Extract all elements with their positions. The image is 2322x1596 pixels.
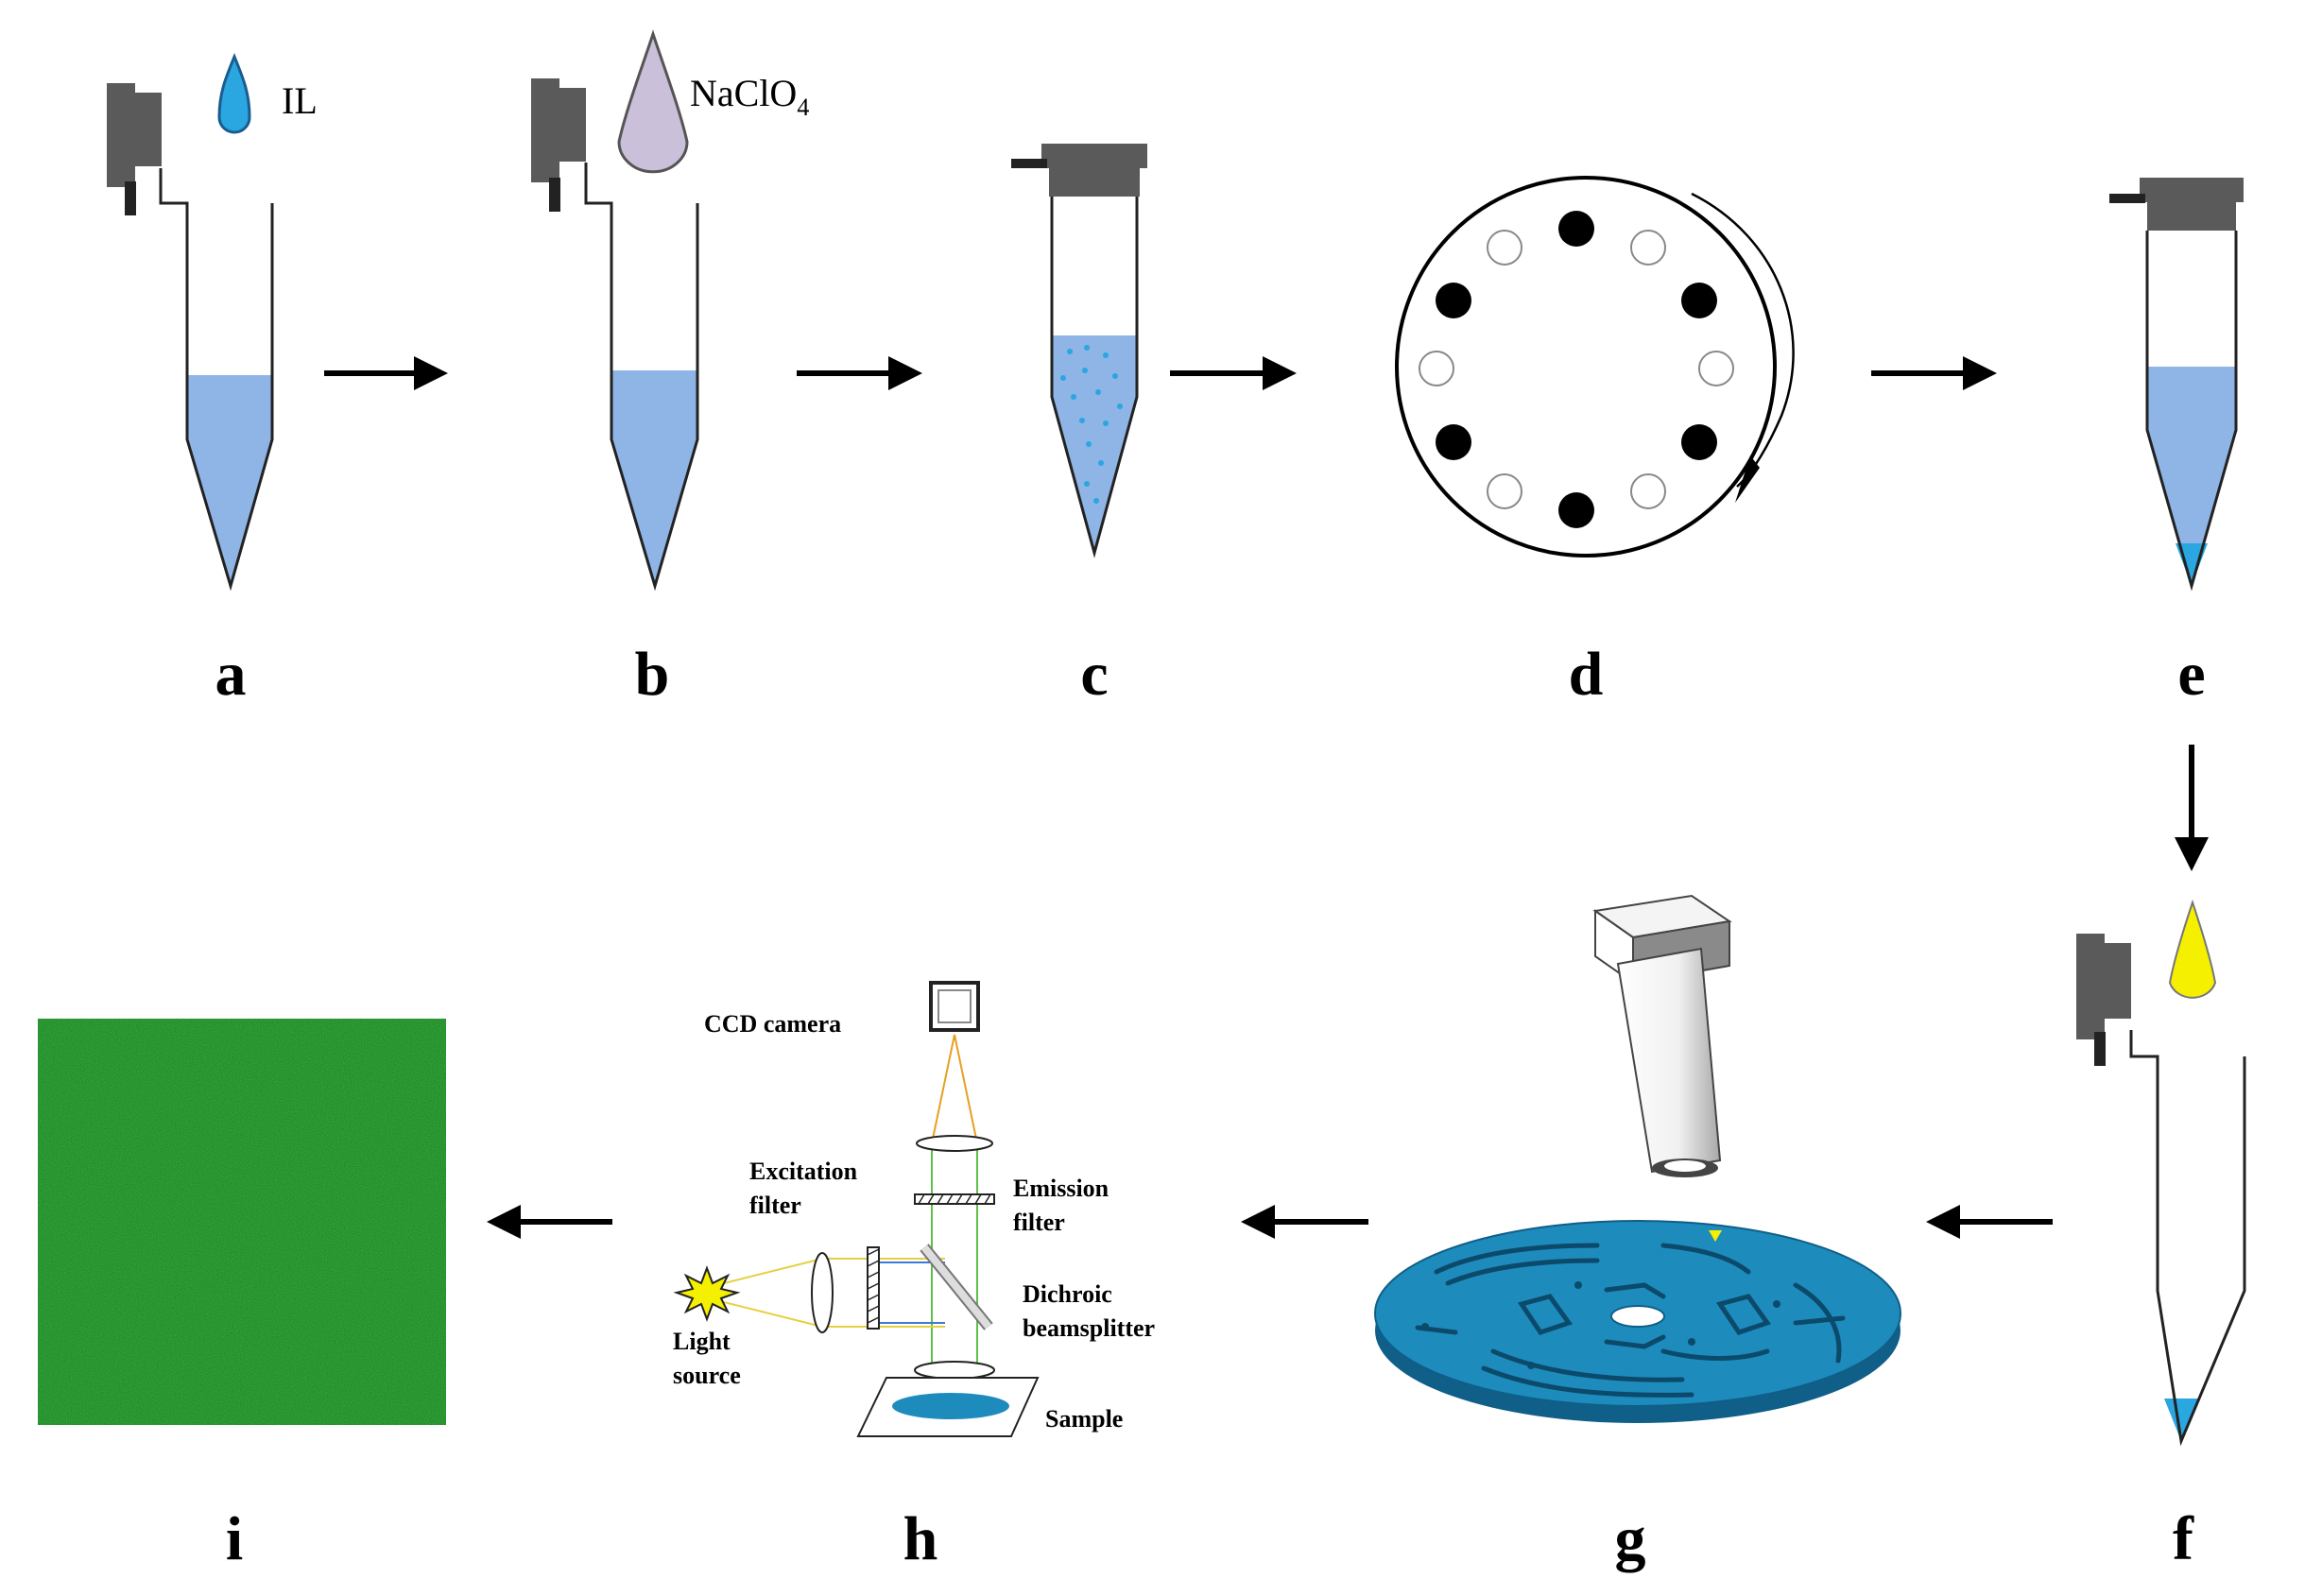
microfluidic-chip-icon <box>1374 1220 1901 1423</box>
tube-lens-icon <box>916 1135 993 1152</box>
ccd-camera-label: CCD camera <box>704 1010 841 1038</box>
fluorescence-texture <box>38 1019 446 1425</box>
step-g: g <box>1374 894 1901 1573</box>
indicator-cone-icon <box>2168 899 2217 999</box>
collector-lens-icon <box>811 1252 834 1333</box>
objective-lens-icon <box>914 1361 995 1380</box>
reagent-il-label: IL <box>282 79 318 122</box>
rotor-slots <box>1419 211 1734 528</box>
tube-cap-icon <box>1011 144 1147 197</box>
step-a: IL a <box>107 53 318 709</box>
excitation-filter-icon <box>867 1246 880 1330</box>
centrifuge-tube-icon <box>2145 231 2238 592</box>
step-c-label: c <box>1080 640 1108 709</box>
step-f-label: f <box>2173 1504 2194 1573</box>
step-i: i <box>38 1019 446 1573</box>
sample-label: Sample <box>1045 1405 1123 1433</box>
step-d-label: d <box>1569 640 1604 709</box>
pipette-icon <box>531 78 586 212</box>
ccd-camera-icon <box>929 981 980 1032</box>
centrifuge-tube-icon <box>584 163 699 592</box>
centrifuge-tube-icon <box>2129 1030 2246 1447</box>
reagent-naclo4-label: NaClO4 <box>690 72 809 121</box>
step-h-label: h <box>903 1504 938 1573</box>
pipette-icon <box>2076 934 2131 1066</box>
centrifuge-tube-icon <box>159 168 274 592</box>
step-d: d <box>1395 176 1795 709</box>
light-source-icon <box>673 1265 741 1322</box>
step-c: c <box>1011 144 1147 709</box>
step-b: NaClO4 b <box>531 29 809 709</box>
tube-cap-icon <box>2109 178 2244 231</box>
ionic-liquid-drop-icon <box>217 53 251 134</box>
emission-filter-icon <box>914 1193 995 1205</box>
sample-stage-icon <box>856 1377 1040 1437</box>
rotation-arrow-icon <box>1691 192 1795 503</box>
dispersed-droplets <box>1060 345 1123 504</box>
step-b-label: b <box>635 640 670 709</box>
step-f: f <box>2076 899 2246 1573</box>
reagent-cone-icon <box>617 29 689 174</box>
step-e-label: e <box>2177 640 2205 709</box>
sediment-phase <box>2164 1399 2198 1441</box>
dichroic-highlight <box>920 1244 992 1330</box>
light-paths <box>715 1034 978 1409</box>
step-g-label: g <box>1615 1504 1646 1573</box>
pipette-icon <box>107 83 162 215</box>
step-a-label: a <box>215 640 247 709</box>
centrifuge-tube-icon <box>1050 197 1139 558</box>
step-i-label: i <box>226 1504 243 1573</box>
centrifuge-rotor-icon <box>1395 176 1777 558</box>
step-e: e <box>2109 178 2244 709</box>
microscope-objective-icon <box>1592 894 1732 1177</box>
detection-spot <box>1709 1230 1722 1242</box>
